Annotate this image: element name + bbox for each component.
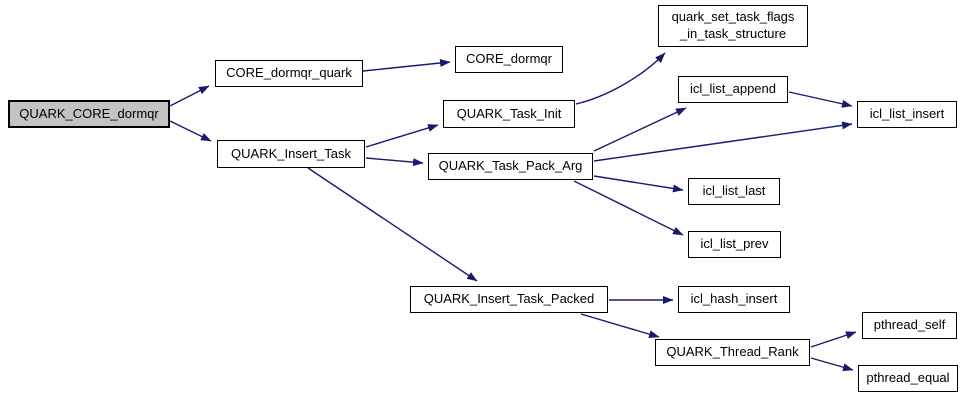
node-pthread_self[interactable]: pthread_self xyxy=(862,312,957,339)
edge-QUARK_Thread_Rank--pthread_self xyxy=(810,331,857,348)
node-QUARK_Task_Pack_Arg[interactable]: QUARK_Task_Pack_Arg xyxy=(428,153,593,180)
edge-QUARK_Task_Pack_Arg--icl_list_prev xyxy=(573,180,684,236)
node-icl_list_insert[interactable]: icl_list_insert xyxy=(857,101,957,128)
edge-QUARK_CORE_dormqr--CORE_dormqr_quark xyxy=(169,85,210,107)
node-quark_set_task_flags_in_task_structure[interactable]: quark_set_task_flags _in_task_structure xyxy=(658,5,808,47)
edge-CORE_dormqr_quark--CORE_dormqr xyxy=(362,59,451,72)
node-CORE_dormqr_quark[interactable]: CORE_dormqr_quark xyxy=(215,60,363,87)
node-icl_list_last[interactable]: icl_list_last xyxy=(688,178,780,205)
edge-QUARK_Task_Pack_Arg--icl_list_last xyxy=(593,175,684,193)
edge-QUARK_Insert_Task--QUARK_Task_Init xyxy=(365,124,439,148)
node-CORE_dormqr[interactable]: CORE_dormqr xyxy=(455,46,563,73)
edge-QUARK_Insert_Task_Packed--QUARK_Thread_Rank xyxy=(580,313,660,339)
edge-QUARK_Task_Pack_Arg--icl_list_insert xyxy=(593,121,853,162)
edge-QUARK_Insert_Task--QUARK_Insert_Task_Packed xyxy=(307,167,478,282)
node-icl_list_append[interactable]: icl_list_append xyxy=(678,76,788,103)
node-QUARK_CORE_dormqr: QUARK_CORE_dormqr xyxy=(8,100,170,128)
node-icl_list_prev[interactable]: icl_list_prev xyxy=(688,231,781,258)
edge-QUARK_Thread_Rank--pthread_equal xyxy=(810,357,854,372)
node-QUARK_Task_Init[interactable]: QUARK_Task_Init xyxy=(443,100,575,128)
node-pthread_equal[interactable]: pthread_equal xyxy=(858,365,958,392)
edge-QUARK_Insert_Task--QUARK_Task_Pack_Arg xyxy=(365,157,424,167)
node-QUARK_Thread_Rank[interactable]: QUARK_Thread_Rank xyxy=(655,339,810,366)
edge-QUARK_CORE_dormqr--QUARK_Insert_Task xyxy=(169,120,212,142)
node-QUARK_Insert_Task_Packed[interactable]: QUARK_Insert_Task_Packed xyxy=(410,286,608,313)
edge-QUARK_Task_Pack_Arg--icl_list_append xyxy=(593,107,687,152)
edge-icl_list_append--icl_list_insert xyxy=(788,91,853,108)
edge-QUARK_Task_Init--quark_set_task_flags_in_task_structure xyxy=(575,52,666,105)
node-icl_hash_insert[interactable]: icl_hash_insert xyxy=(678,286,790,313)
node-QUARK_Insert_Task[interactable]: QUARK_Insert_Task xyxy=(217,140,365,168)
edges-group xyxy=(169,52,857,372)
